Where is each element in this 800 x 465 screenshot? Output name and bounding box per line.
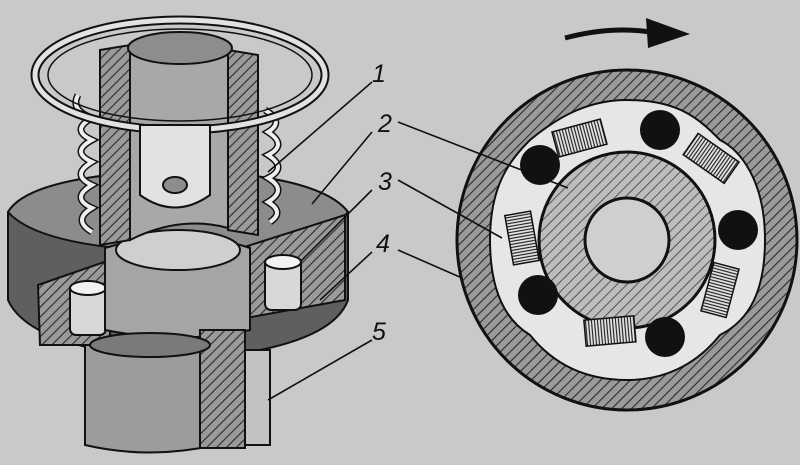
shaft-spline	[244, 349, 271, 446]
leader-5	[267, 339, 373, 401]
callout-3: 3	[378, 168, 392, 196]
upper-sleeve-left	[99, 43, 131, 247]
center-bore	[583, 196, 671, 284]
roller-2	[718, 210, 758, 250]
leader-3b	[397, 179, 503, 239]
spring-3	[700, 261, 740, 319]
roller-left	[69, 280, 107, 336]
lever-hole	[162, 176, 188, 194]
leader-4b	[397, 249, 463, 279]
callout-4: 4	[376, 230, 390, 258]
leader-lines	[267, 81, 569, 401]
spring-2	[682, 132, 741, 185]
upper-sleeve-right	[227, 48, 259, 237]
roller-4	[518, 275, 558, 315]
roller-5	[520, 145, 560, 185]
leader-2b	[397, 121, 569, 189]
spring-4	[583, 315, 637, 347]
upper-sleeve-bore	[127, 31, 233, 65]
spring-1	[551, 118, 608, 159]
collar-lever	[139, 124, 211, 209]
callout-2: 2	[378, 110, 392, 138]
callout-1: 1	[372, 60, 386, 88]
lower-shaft	[84, 344, 216, 454]
roller-3	[645, 317, 685, 357]
leader-1	[267, 81, 373, 173]
rotation-arrow	[564, 18, 690, 48]
spring-5	[503, 210, 541, 266]
roller-1	[640, 110, 680, 150]
callout-5: 5	[372, 318, 386, 346]
leader-4a	[319, 251, 373, 301]
inner-race-bore	[115, 229, 241, 271]
leader-2a	[311, 131, 373, 205]
roller-right	[264, 254, 302, 311]
shaft-bore	[89, 332, 211, 358]
leader-3a	[299, 189, 373, 263]
cross-section-view	[455, 68, 799, 412]
lower-shaft-section	[199, 329, 246, 449]
cutaway-view	[6, 15, 350, 454]
